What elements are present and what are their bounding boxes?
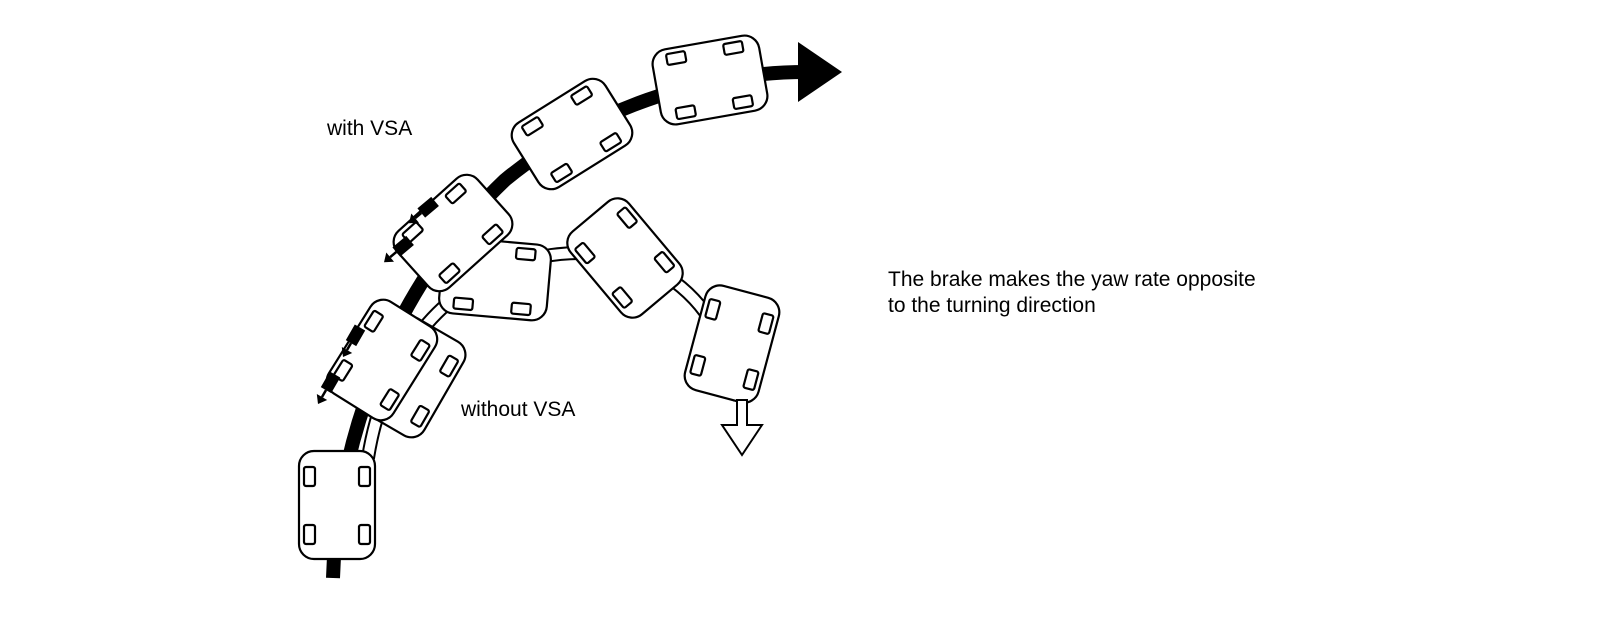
label-with-vsa: with VSA [326, 117, 412, 140]
car-icon [297, 449, 377, 561]
car-icon [649, 32, 771, 128]
brake-arrow-icon [316, 371, 341, 404]
brake-arrow-icon [409, 196, 439, 224]
brake-arrow-icon [384, 235, 414, 263]
note-line-1: The brake makes the yaw rate opposite [888, 268, 1256, 291]
brake-arrow-icon [341, 324, 366, 357]
label-without-vsa: without VSA [460, 398, 575, 421]
car-icon [560, 191, 690, 325]
direction-arrow-icon [798, 42, 842, 102]
note-line-2: to the turning direction [888, 294, 1096, 317]
car-icon [504, 72, 640, 196]
spin-direction-arrow-icon [720, 399, 764, 457]
